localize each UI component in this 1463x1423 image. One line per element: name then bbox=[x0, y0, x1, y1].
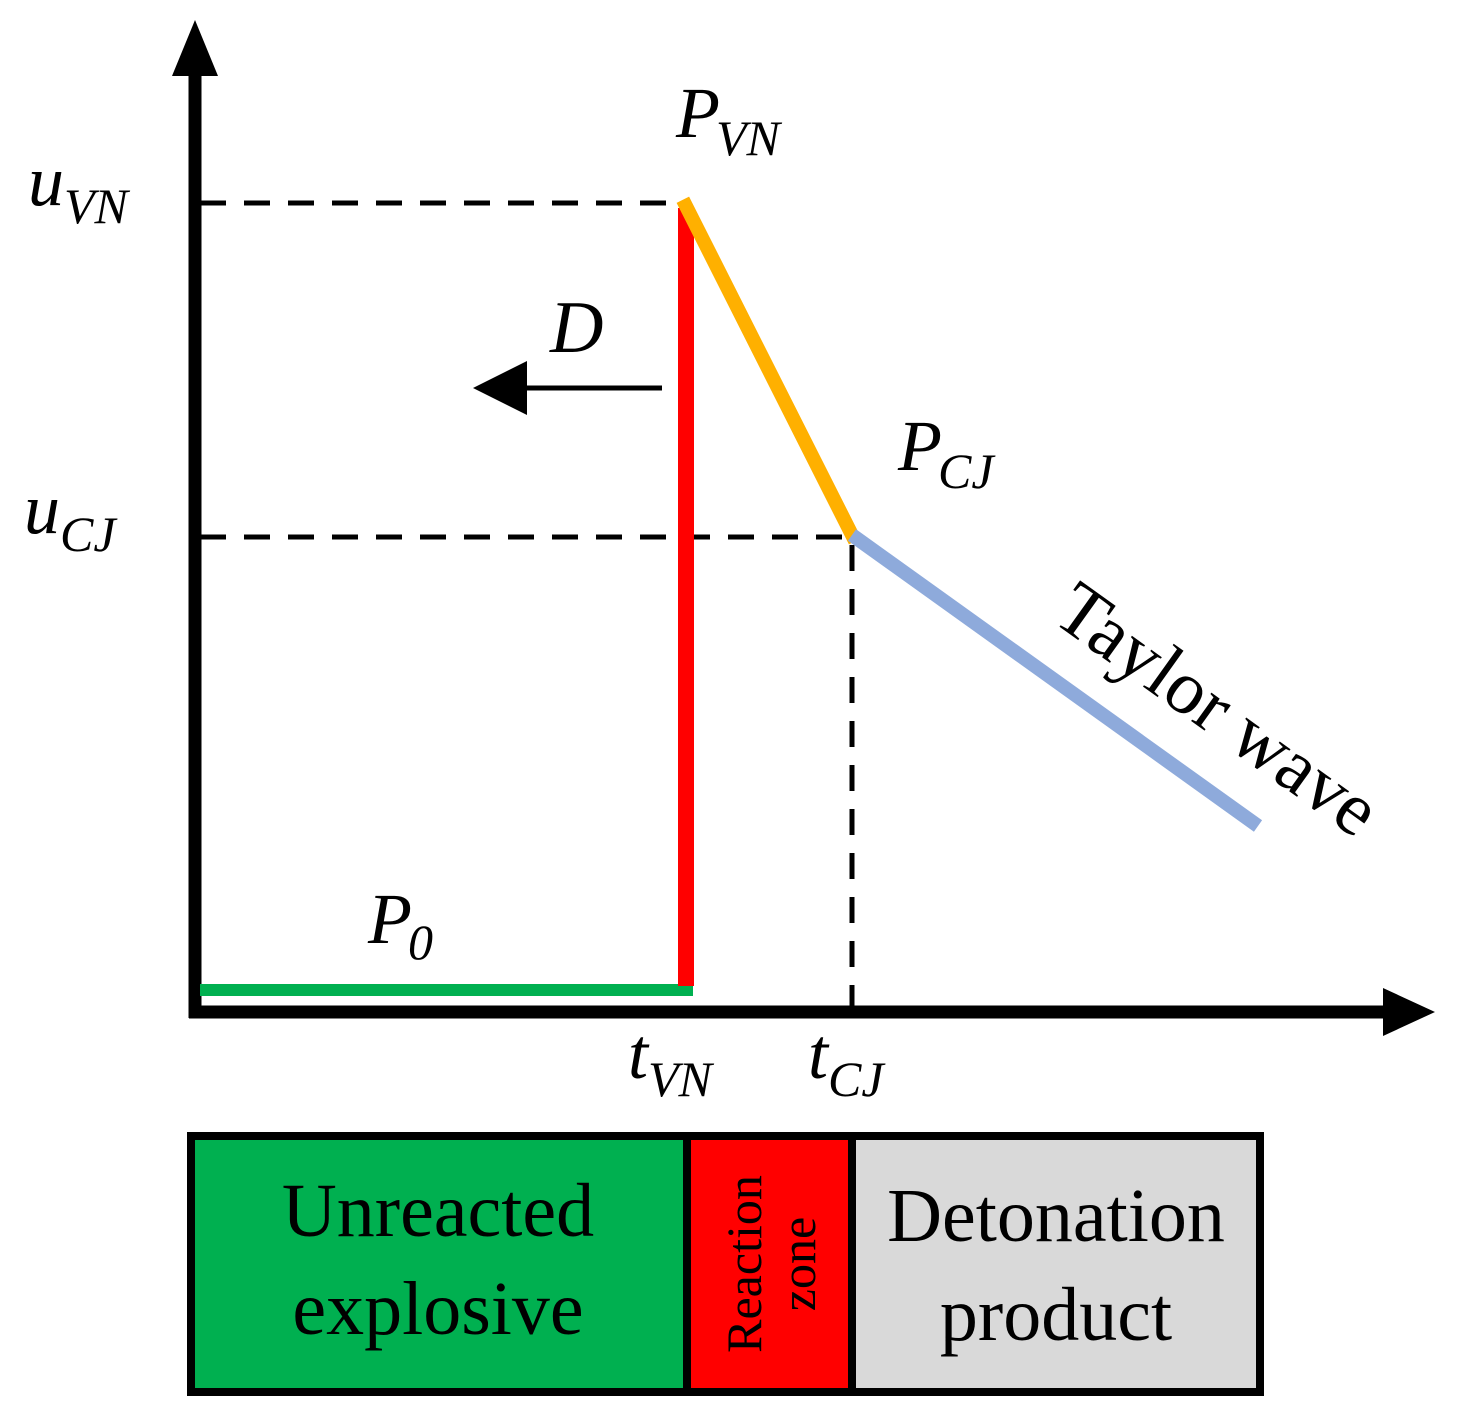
unreacted-explosive-zone bbox=[187, 1132, 691, 1396]
taylor-wave-line bbox=[847, 529, 1263, 832]
p-vn-label: PVN bbox=[675, 73, 783, 166]
u-cj-label: uCJ bbox=[24, 469, 118, 562]
detonation-direction-arrowhead bbox=[473, 361, 527, 415]
t-cj-label: tCJ bbox=[808, 1014, 886, 1107]
reaction-zone-line1: Reaction bbox=[716, 1175, 772, 1353]
x-axis-arrowhead bbox=[1383, 988, 1435, 1036]
reaction-zone-text: Reaction zone bbox=[716, 1175, 826, 1353]
u-vn-label: uVN bbox=[28, 141, 131, 234]
reaction-zone-line bbox=[676, 196, 862, 545]
detonation-zone-line1: Detonation bbox=[887, 1174, 1225, 1258]
detonation-zone-line2: product bbox=[940, 1273, 1172, 1357]
detonation-product-zone bbox=[848, 1132, 1264, 1396]
p-cj-label: PCJ bbox=[897, 406, 996, 499]
reaction-zone-line2: zone bbox=[770, 1217, 826, 1311]
unreacted-zone-line1: Unreacted bbox=[282, 1169, 594, 1253]
d-label: D bbox=[549, 287, 603, 369]
reaction-zone-box bbox=[683, 1132, 856, 1396]
p-0-label: P0 bbox=[367, 879, 433, 970]
t-vn-label: tVN bbox=[628, 1014, 715, 1107]
y-axis-arrowhead bbox=[172, 20, 218, 76]
unreacted-zone-line2: explosive bbox=[292, 1267, 583, 1351]
